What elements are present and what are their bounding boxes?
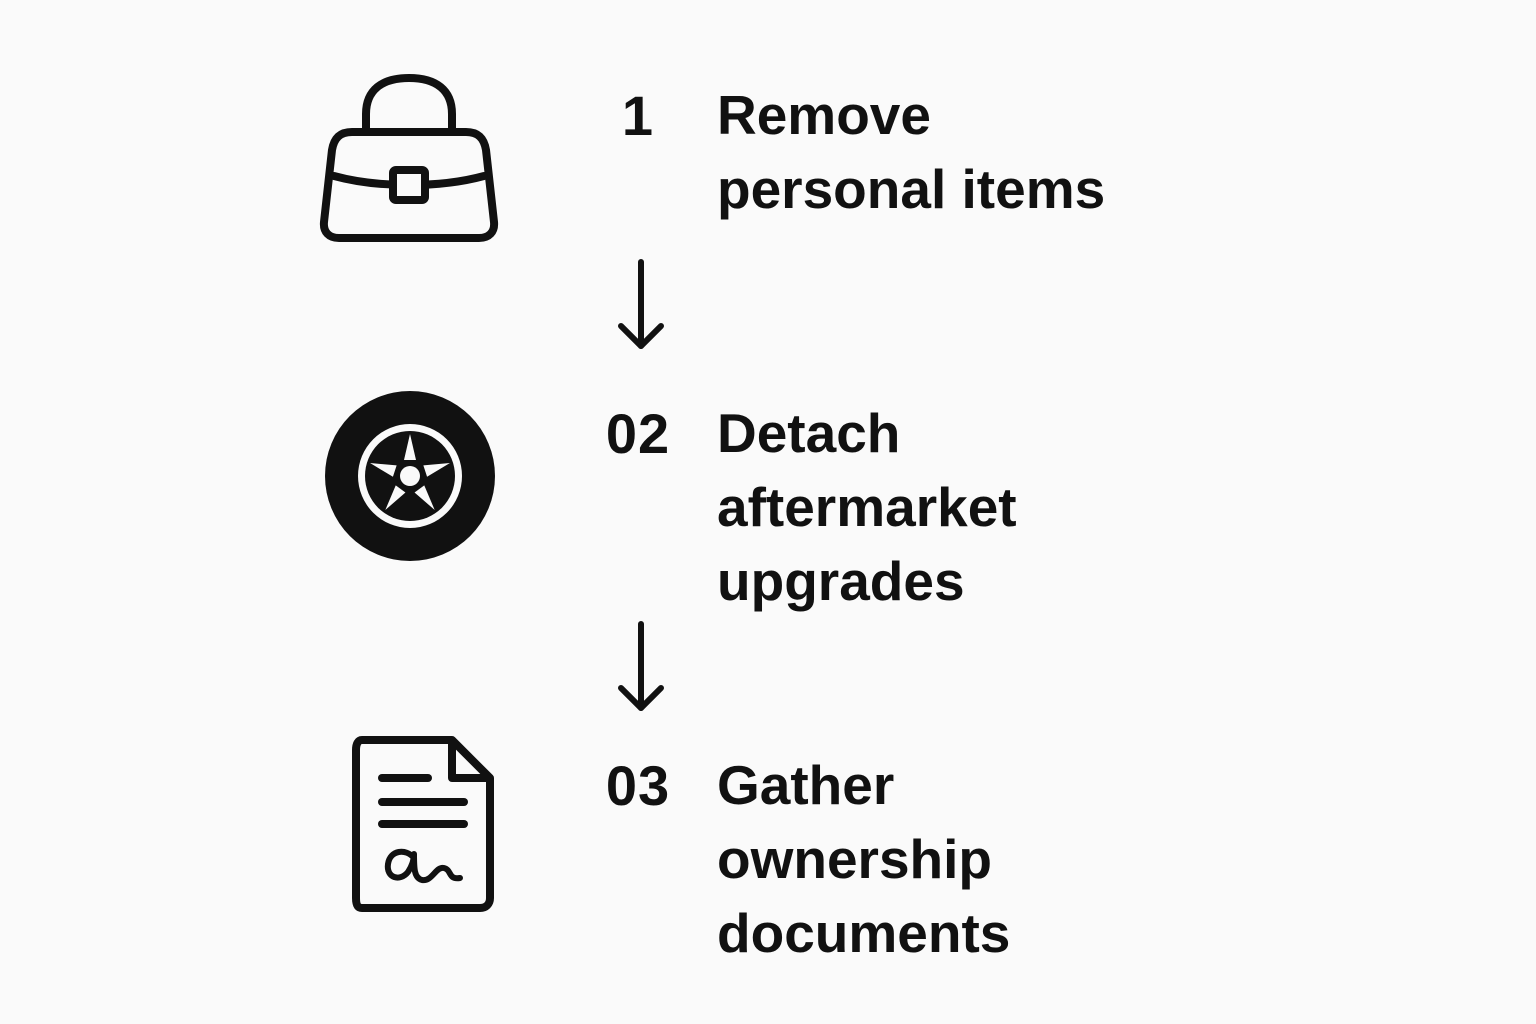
step-number: 03 <box>605 754 671 817</box>
step-label: Gather ownership documents <box>717 748 1010 970</box>
step-label-line: ownership <box>717 828 993 890</box>
step-label-line: personal items <box>717 158 1106 220</box>
step-label: Remove personal items <box>717 78 1105 226</box>
step-label-line: upgrades <box>717 550 965 612</box>
step-label-line: Remove <box>717 84 931 146</box>
arrow-down-icon <box>616 258 666 357</box>
tire-icon <box>324 390 496 562</box>
step-label-line: Gather <box>717 754 895 816</box>
arrow-down-icon <box>616 620 666 719</box>
step-label-line: documents <box>717 902 1011 964</box>
handbag-icon <box>318 72 500 246</box>
step-label-line: aftermarket <box>717 476 1017 538</box>
step-number: 1 <box>621 84 655 147</box>
signed-document-icon <box>352 736 496 912</box>
step-number: 02 <box>605 402 671 465</box>
step-label-line: Detach <box>717 402 901 464</box>
step-label: Detach aftermarket upgrades <box>717 396 1017 618</box>
